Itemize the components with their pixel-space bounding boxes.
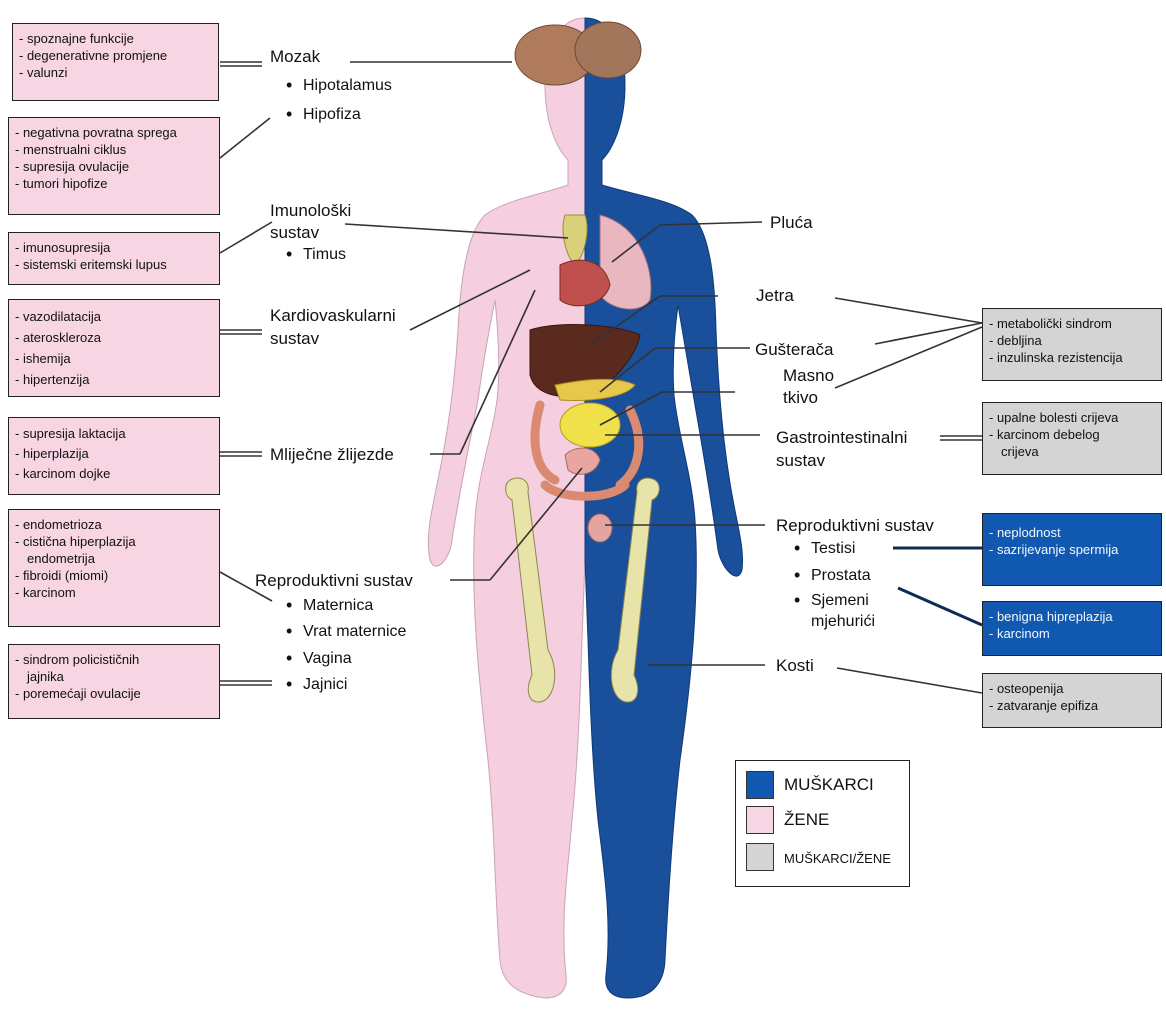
label-uterus: Maternica	[303, 596, 373, 616]
box-brain-female: - spoznajne funkcije - degenerativne pro…	[12, 23, 219, 101]
box-item: - endometrioza	[15, 516, 213, 533]
box-item: - supresija laktacija	[15, 424, 213, 444]
label-cardio-2: sustav	[270, 328, 319, 349]
fat-tissue-organ	[560, 403, 620, 447]
line-pituitary-box	[220, 118, 270, 158]
label-fat-2: tkivo	[783, 387, 818, 408]
box-item: - sindrom policističnih	[15, 651, 213, 668]
box-item: - cistična hiperplazija	[15, 533, 213, 550]
label-vesicles-2: mjehurići	[811, 611, 875, 632]
box-item: - debljina	[989, 332, 1155, 349]
label-ovaries: Jajnici	[303, 675, 347, 695]
label-repro-male: Reproduktivni sustav	[776, 515, 934, 536]
legend-swatch-both	[746, 843, 774, 871]
line-metab-1	[835, 298, 982, 323]
label-testes: Testisi	[811, 539, 855, 559]
line-metab-3	[835, 327, 982, 388]
legend-label-male: MUŠKARCI	[784, 775, 874, 795]
line-prostate-box	[898, 588, 982, 625]
label-brain: Mozak	[270, 46, 320, 67]
label-pituitary: Hipofiza	[303, 105, 361, 125]
box-item: - ishemija	[15, 348, 213, 369]
label-repro-female: Reproduktivni sustav	[255, 570, 413, 591]
box-item: - inzulinska rezistencija	[989, 349, 1155, 366]
label-thymus: Timus	[303, 245, 346, 265]
box-bone-both: - osteopenija - zatvaranje epifiza	[982, 673, 1162, 728]
legend-label-female: ŽENE	[784, 810, 829, 830]
label-hypothalamus: Hipotalamus	[303, 76, 392, 96]
line-bones-box	[837, 668, 982, 693]
box-item: - negativna povratna sprega	[15, 124, 213, 141]
box-item: - sistemski eritemski lupus	[15, 256, 213, 273]
label-gi-1: Gastrointestinalni	[776, 427, 907, 448]
box-item: - menstrualni ciklus	[15, 141, 213, 158]
label-liver: Jetra	[756, 285, 794, 306]
box-item: - karcinom	[15, 584, 213, 601]
legend-swatch-female	[746, 806, 774, 834]
male-body-half	[585, 18, 743, 998]
legend-swatch-male	[746, 771, 774, 799]
legend: MUŠKARCI ŽENE MUŠKARCI/ŽENE	[735, 760, 910, 887]
box-gi-both: - upalne bolesti crijeva - karcinom debe…	[982, 402, 1162, 475]
box-item: - osteopenija	[989, 680, 1155, 697]
box-item: - metabolički sindrom	[989, 315, 1155, 332]
box-metabolic-both: - metabolički sindrom - debljina - inzul…	[982, 308, 1162, 381]
box-item: - spoznajne funkcije	[19, 30, 212, 47]
box-item: - hipertenzija	[15, 369, 213, 390]
label-prostate: Prostata	[811, 566, 871, 586]
label-gi-2: sustav	[776, 450, 825, 471]
label-immune-2: sustav	[270, 222, 319, 243]
brain-male	[575, 22, 641, 78]
box-item: crijeva	[989, 443, 1155, 460]
label-vagina: Vagina	[303, 649, 352, 669]
female-body-half	[428, 18, 585, 998]
box-item: - imunosupresija	[15, 239, 213, 256]
box-item: - hiperplazija	[15, 444, 213, 464]
box-item: - karcinom debelog	[989, 426, 1155, 443]
box-testes-male: - neplodnost - sazrijevanje spermija	[982, 513, 1162, 586]
box-item: - fibroidi (miomi)	[15, 567, 213, 584]
label-pancreas: Gušterača	[755, 339, 833, 360]
box-item: endometrija	[15, 550, 213, 567]
box-item: - benigna hipreplazija	[989, 608, 1155, 625]
box-item: - valunzi	[19, 64, 212, 81]
box-item: - karcinom	[989, 625, 1155, 642]
label-immune-1: Imunološki	[270, 200, 351, 221]
label-cervix: Vrat maternice	[303, 622, 406, 642]
label-vesicles-1: Sjemeni	[811, 591, 869, 611]
box-item: - upalne bolesti crijeva	[989, 409, 1155, 426]
box-immune-female: - imunosupresija - sistemski eritemski l…	[8, 232, 220, 285]
box-cardio-female: - vazodilatacija - ateroskleroza - ishem…	[8, 299, 220, 397]
label-breast: Mliječne žlijezde	[270, 444, 394, 465]
box-item: - supresija ovulacije	[15, 158, 213, 175]
box-pituitary-female: - negativna povratna sprega - menstrualn…	[8, 117, 220, 215]
box-ovary-female: - sindrom policističnih jajnika - poreme…	[8, 644, 220, 719]
label-lungs: Pluća	[770, 212, 813, 233]
box-item: - ateroskleroza	[15, 327, 213, 348]
box-item: - neplodnost	[989, 524, 1155, 541]
box-item: - poremećaji ovulacije	[15, 685, 213, 702]
box-uterus-female: - endometrioza - cistična hiperplazija e…	[8, 509, 220, 627]
box-item: - degenerativne promjene	[19, 47, 212, 64]
label-cardio-1: Kardiovaskularni	[270, 305, 396, 326]
legend-label-both: MUŠKARCI/ŽENE	[784, 851, 891, 866]
box-prostate-male: - benigna hipreplazija - karcinom	[982, 601, 1162, 656]
box-item: jajnika	[15, 668, 213, 685]
box-breast-female: - supresija laktacija - hiperplazija - k…	[8, 417, 220, 495]
label-fat-1: Masno	[783, 365, 834, 386]
box-item: - tumori hipofize	[15, 175, 213, 192]
box-item: - vazodilatacija	[15, 306, 213, 327]
testes-organ	[588, 514, 612, 542]
box-item: - zatvaranje epifiza	[989, 697, 1155, 714]
line-immune-box	[220, 222, 272, 253]
male-leader-lines	[893, 548, 982, 625]
box-item: - sazrijevanje spermija	[989, 541, 1155, 558]
box-item: - karcinom dojke	[15, 464, 213, 484]
label-bones: Kosti	[776, 655, 814, 676]
